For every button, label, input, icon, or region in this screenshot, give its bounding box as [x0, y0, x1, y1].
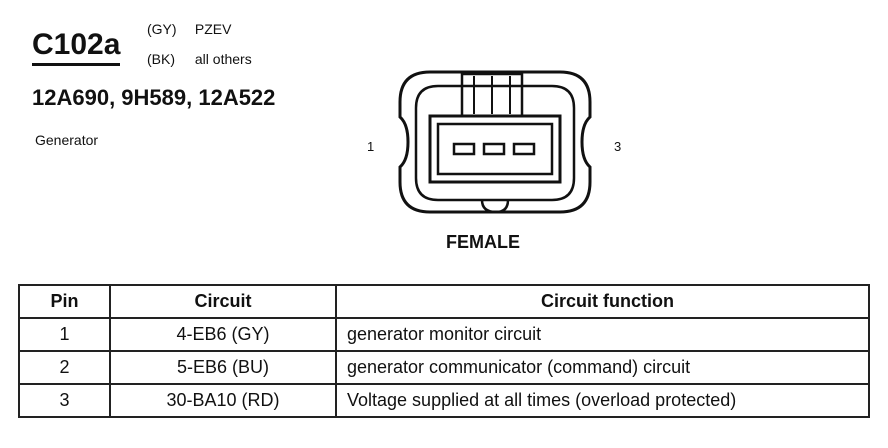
cell-circuit: 30-BA10 (RD): [109, 383, 337, 418]
connector-id: C102a: [32, 28, 121, 66]
cell-pin: 3: [18, 383, 111, 418]
variant-row: (BK) all others: [147, 44, 252, 74]
header-pin: Pin: [18, 284, 111, 319]
terminal-cavity-3: [512, 142, 536, 156]
pin-label-left: 1: [367, 139, 375, 154]
header-circuit-function: Circuit function: [335, 284, 870, 319]
terminal-cavity-1: [452, 142, 476, 156]
variant-row: (GY) PZEV: [147, 14, 252, 44]
pin-label-right: 3: [614, 139, 622, 154]
table-row: 3 30-BA10 (RD) Voltage supplied at all t…: [18, 383, 870, 418]
table-row: 2 5-EB6 (BU) generator communicator (com…: [18, 350, 870, 385]
cell-function: generator communicator (command) circuit: [335, 350, 870, 385]
cell-circuit: 5-EB6 (BU): [109, 350, 337, 385]
variant-code: (GY): [147, 21, 177, 37]
table-header-row: Pin Circuit Circuit function: [18, 284, 870, 319]
variant-list: (GY) PZEV (BK) all others: [147, 14, 252, 74]
bottom-key: [480, 199, 510, 214]
cell-pin: 2: [18, 350, 111, 385]
header-circuit: Circuit: [109, 284, 337, 319]
connector-face-diagram: [398, 70, 592, 214]
cell-function: generator monitor circuit: [335, 317, 870, 352]
terminal-housing: [428, 114, 562, 184]
connector-inner-shell: [414, 84, 576, 202]
cell-pin: 1: [18, 317, 111, 352]
component-name: Generator: [35, 132, 99, 148]
variant-desc: PZEV: [194, 21, 232, 37]
pinout-table: Pin Circuit Circuit function 1 4-EB6 (GY…: [18, 284, 870, 418]
cell-function: Voltage supplied at all times (overload …: [335, 383, 870, 418]
cell-circuit: 4-EB6 (GY): [109, 317, 337, 352]
variant-desc: all others: [194, 51, 252, 67]
table-row: 1 4-EB6 (GY) generator monitor circuit: [18, 317, 870, 352]
terminal-cavity-2: [482, 142, 506, 156]
connector-outer-shell: [398, 70, 592, 214]
part-numbers: 12A690, 9H589, 12A522: [32, 85, 276, 110]
variant-code: (BK): [147, 51, 175, 67]
connector-gender-label: FEMALE: [446, 232, 520, 252]
